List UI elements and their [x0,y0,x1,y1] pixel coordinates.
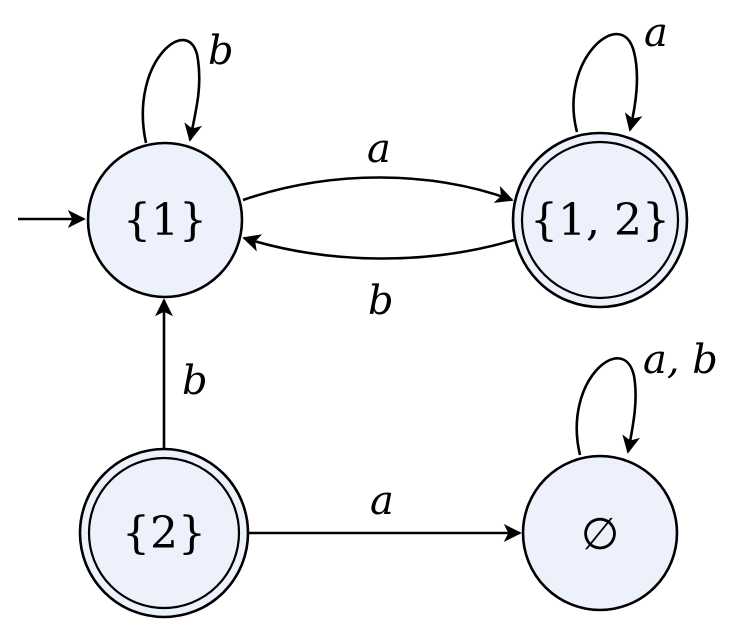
state-outer-circle [511,131,689,309]
edge-label-s1-to-s12: a [367,126,391,172]
state-label: ∅ [581,509,619,560]
state-label: {2} [122,508,206,559]
edge-label-s2-to-s1: b [182,358,208,404]
state-label: {1} [123,195,207,246]
edge-label-s1-self: b [208,28,234,74]
edges [18,32,643,542]
edge-label-s2-to-empty: a [370,478,394,524]
state-label: {1, 2} [530,195,670,246]
edge-s12-to-s1 [242,234,515,260]
edge-labels: b a b a b a a, b [182,10,718,524]
edge-label-s12-self: a [644,10,668,56]
edge-label-s12-to-s1: b [368,278,394,324]
state-empty: ∅ [521,454,679,612]
edge-s12-self-loop [572,32,643,133]
state-s1: {1} [86,141,244,299]
state-s2: {2} [78,447,250,619]
state-inner-circle [520,140,680,300]
edge-label-empty-self: a, b [643,337,718,383]
edge-empty-self-loop [575,357,641,456]
state-outer-circle [78,447,250,619]
state-circle [521,454,679,612]
edge-s1-self-loop [141,38,203,144]
state-circle [86,141,244,299]
state-s12: {1, 2} [511,131,689,309]
state-inner-circle [87,456,241,610]
edge-s1-to-s12 [242,176,514,203]
